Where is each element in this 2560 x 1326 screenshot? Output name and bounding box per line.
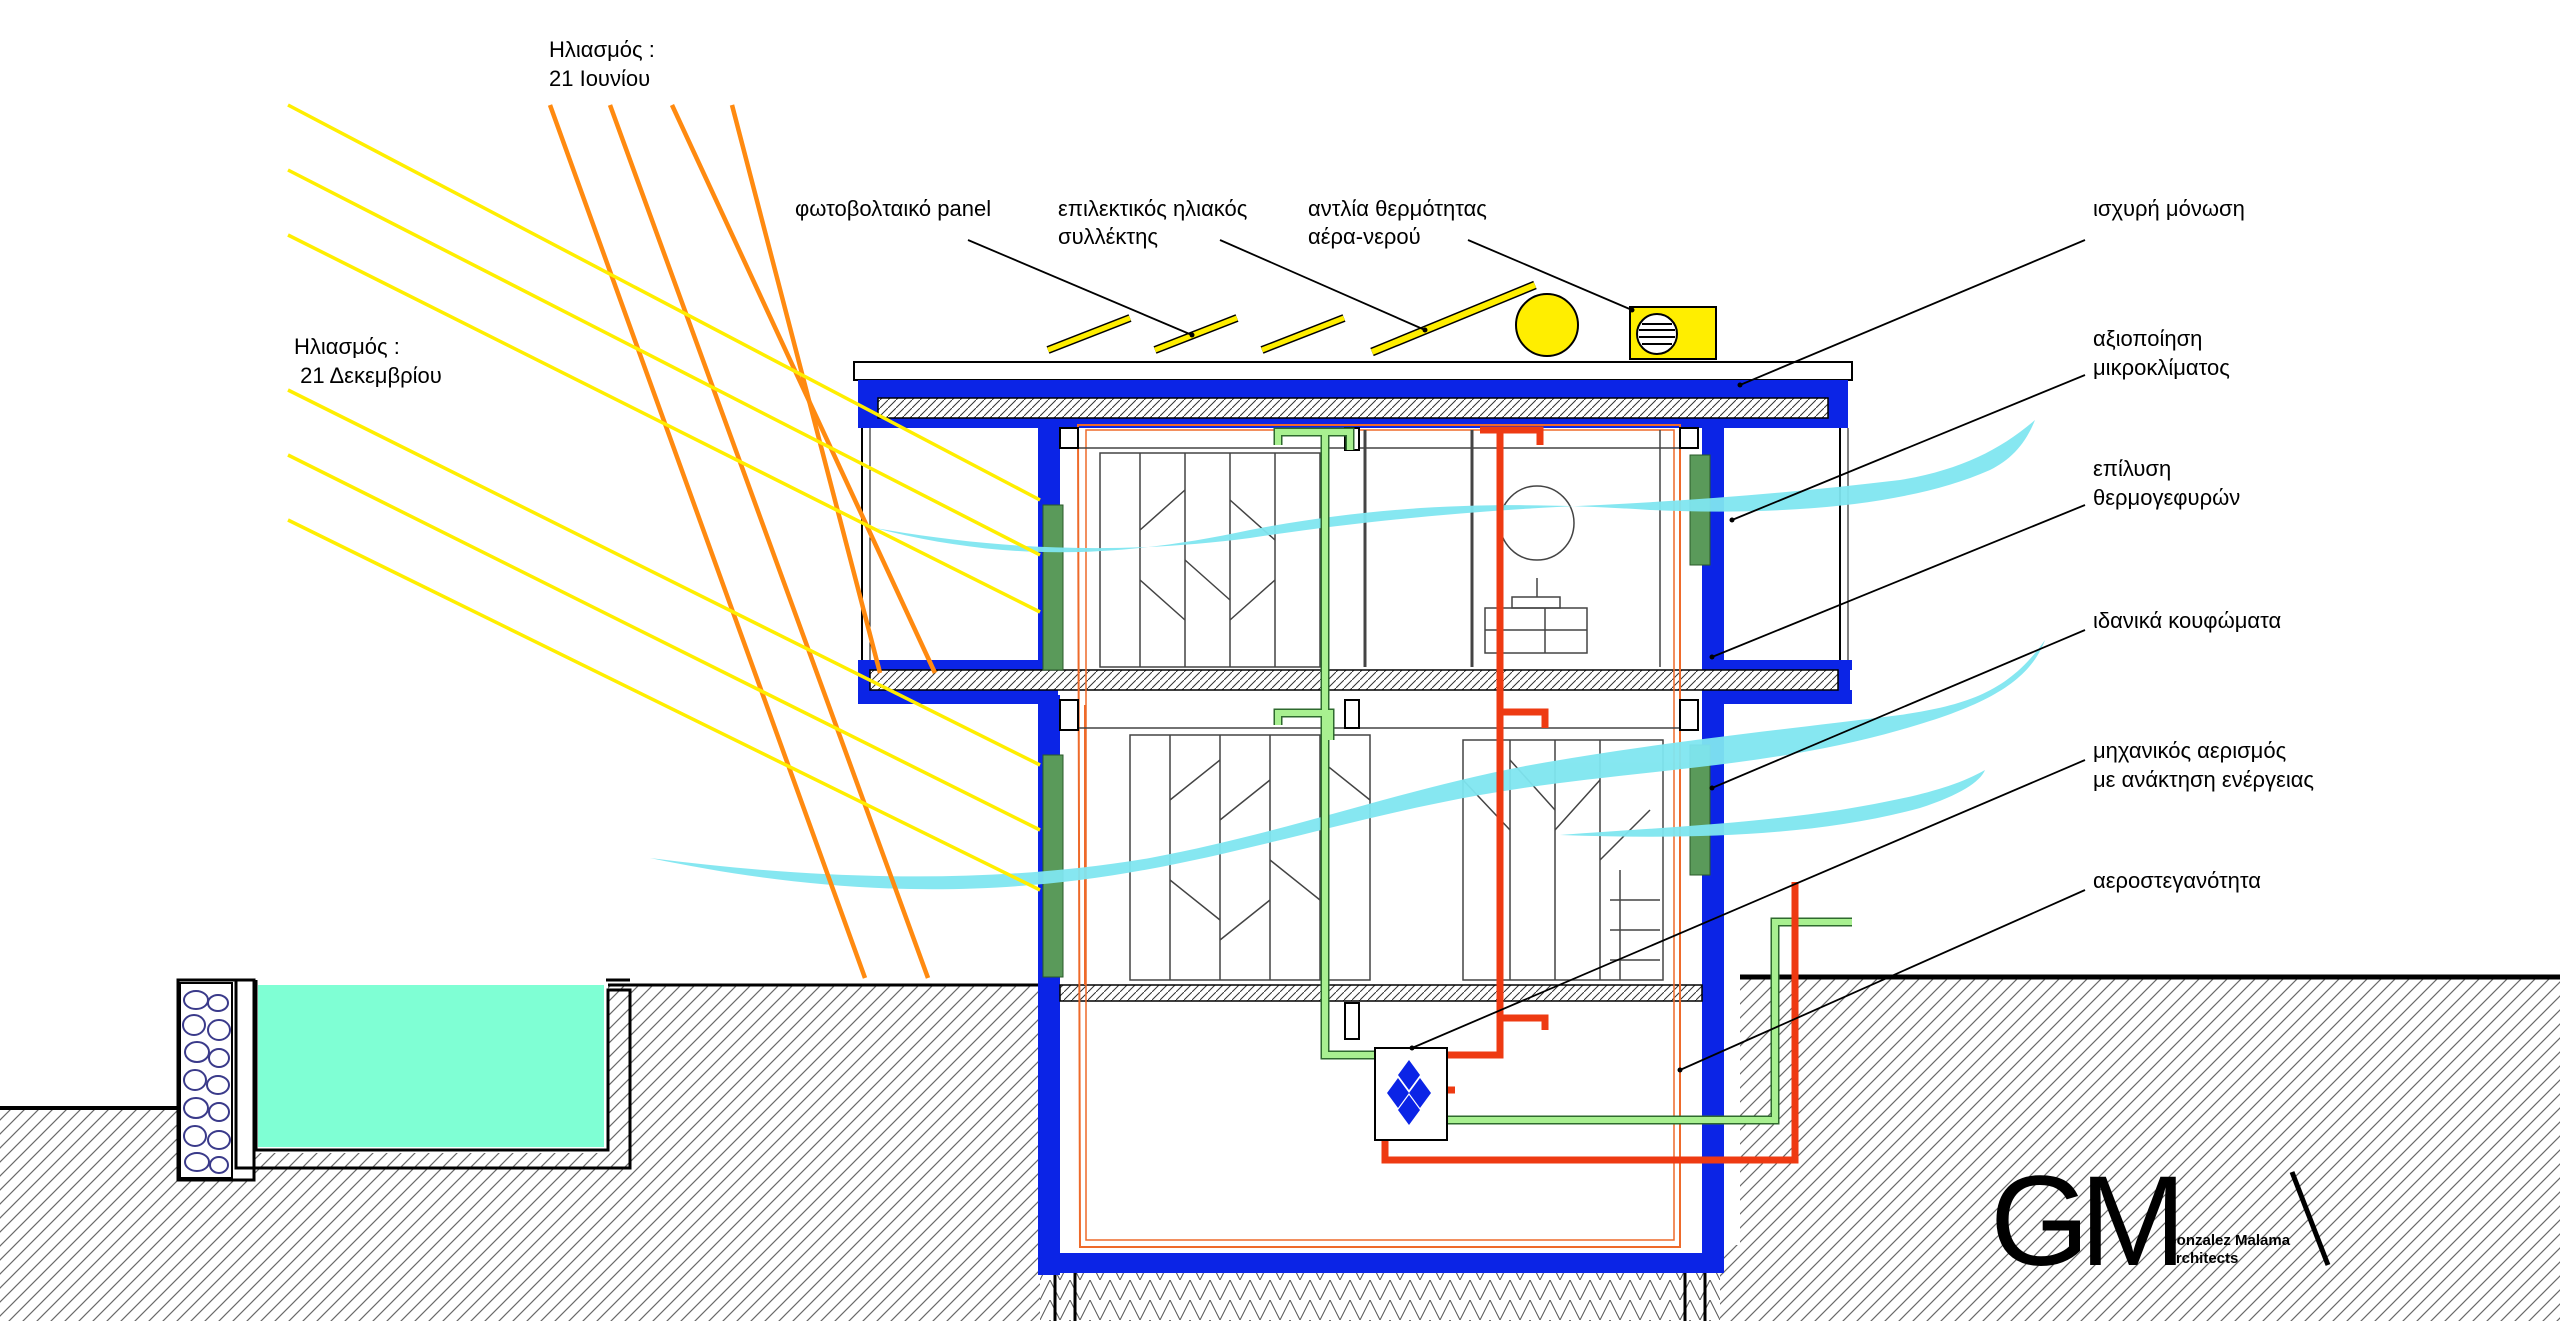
equipment-labels: φωτοβολταικό panel επιλεκτικός ηλιακός σ… [795,196,1487,249]
insulation-label: ισχυρή μόνωση [2093,196,2245,221]
june-sun-rays [547,104,938,979]
logo-mark: GM [1990,1150,2177,1293]
ventilation-label-line1: μηχανικός αερισμός [2093,738,2286,763]
logo-name-line1: Gonzalez Malama [2165,1232,2291,1249]
june-sun-label-line2: 21 Ιουνίου [549,66,650,91]
december-sun-rays [287,103,1041,892]
june-sun-label-line1: Ηλιασμός : [549,37,655,62]
pool [176,978,632,1182]
logo-name-line2: Architects [2165,1250,2238,1267]
heat-recovery-unit [1374,1047,1448,1141]
solar-collector-label-line2: συλλέκτης [1058,224,1158,249]
pv-panels [1046,314,1346,354]
feature-labels: ισχυρή μόνωση αξιοποίηση μικροκλίματος ε… [2093,196,2314,893]
ventilation-label-line2: με ανάκτηση ενέργειας [2093,767,2314,792]
december-sun-label-line1: Ηλιασμός : [294,334,400,359]
solar-collector [1370,280,1579,357]
heat-pump-label-line1: αντλία θερμότητας [1308,196,1487,221]
leader-lines [967,239,2086,1071]
heat-pump-label-line2: αέρα-νερού [1308,224,1421,249]
thermal-bridges-label-line1: επίλυση [2093,456,2171,481]
logo-slash [2289,1171,2331,1266]
ground-floor-interior [1070,727,1680,981]
stone-gabion-wall [179,982,233,1179]
airtightness-label: αεροστεγανότητα [2093,868,2261,893]
microclimate-label-line2: μικροκλίματος [2093,355,2230,380]
thermal-bridges-label-line2: θερμογεφυρών [2093,485,2240,510]
sun-labels: Ηλιασμός : 21 Ιουνίου Ηλιασμός : 21 Δεκε… [294,37,655,388]
heat-pump-unit [1629,306,1717,360]
pool-water [258,985,604,1147]
windows-label: ιδανικά κουφώματα [2093,608,2282,633]
solar-collector-label-line1: επιλεκτικός ηλιακός [1058,196,1247,221]
pv-panel-label: φωτοβολταικό panel [795,196,991,221]
december-sun-label-line2: 21 Δεκεμβρίου [294,363,442,388]
breeze-flow [650,420,2045,890]
architect-logo: GM Gonzalez Malama Architects [1990,1150,2331,1293]
roof-equipment [1046,280,1717,360]
upper-floor-interior [1070,430,1680,668]
microclimate-label-line1: αξιοποίηση [2093,326,2202,351]
